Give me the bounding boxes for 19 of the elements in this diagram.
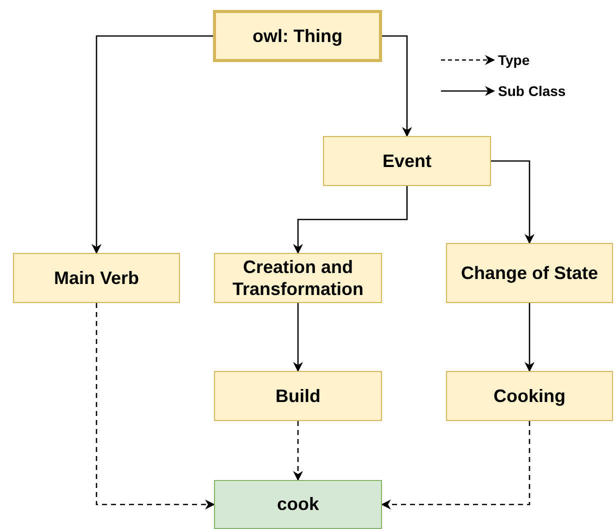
legend-label: Sub Class bbox=[498, 83, 566, 99]
arrow bbox=[293, 303, 303, 372]
arrow bbox=[293, 421, 303, 481]
arrow bbox=[382, 35, 412, 137]
arrow bbox=[524, 303, 534, 372]
class-box: Main Verb bbox=[13, 253, 180, 303]
arrow bbox=[381, 421, 530, 510]
class-box: Change of State bbox=[446, 243, 613, 303]
class-box: Creation and Transformation bbox=[214, 253, 382, 303]
arrow bbox=[96, 303, 215, 510]
class-box: owl: Thing bbox=[213, 10, 382, 62]
arrow bbox=[491, 160, 534, 244]
legend-label: Type bbox=[498, 52, 530, 68]
arrow bbox=[92, 35, 213, 254]
class-box: cook bbox=[214, 480, 382, 529]
class-box: Cooking bbox=[446, 371, 613, 421]
class-box: Event bbox=[323, 136, 491, 186]
arrow bbox=[293, 186, 408, 254]
class-box: Build bbox=[214, 371, 382, 421]
